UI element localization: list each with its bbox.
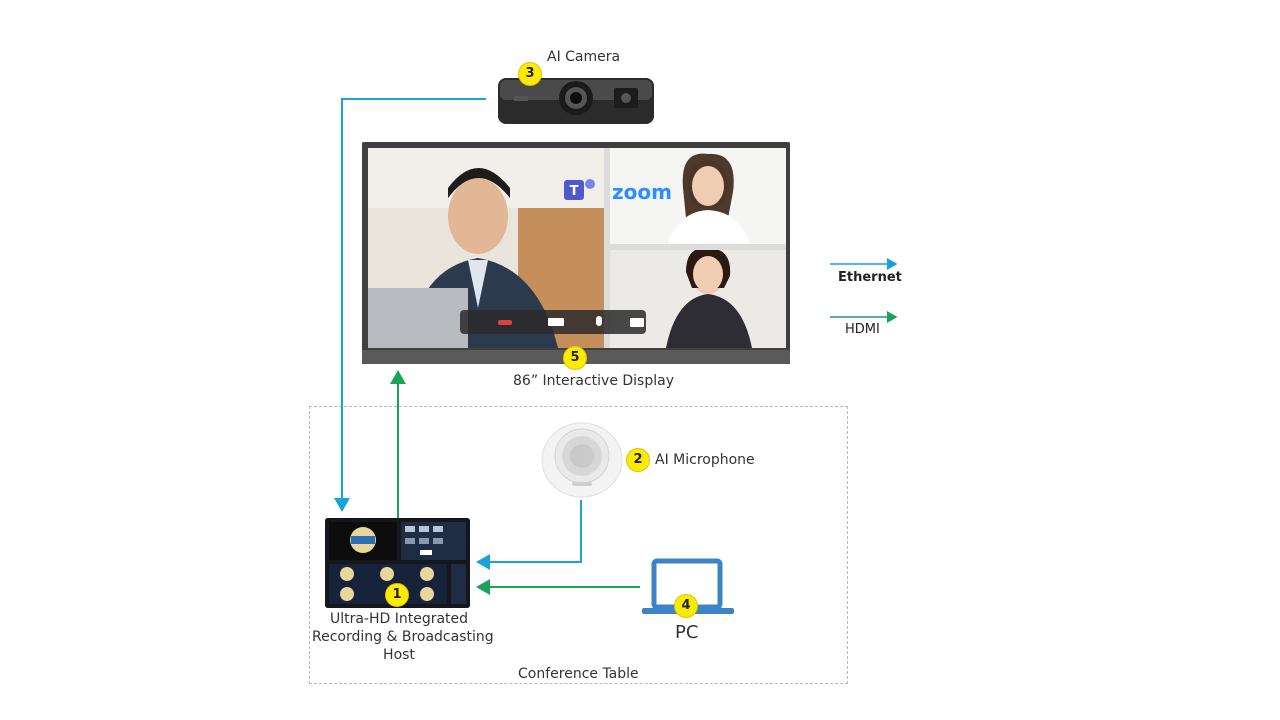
pc-badge: 4 (675, 595, 697, 617)
conference-table-area (309, 406, 848, 684)
microphone-badge: 2 (627, 449, 649, 471)
pc-label: PC (675, 622, 699, 643)
video-conference-screen: T (368, 148, 786, 348)
display-screen: T zoom (368, 148, 786, 348)
svg-text:T: T (570, 184, 579, 199)
host-label-line3: Host (383, 647, 415, 663)
host-badge: 1 (386, 584, 408, 606)
ai-camera-icon (498, 78, 654, 124)
host-label-line2: Recording & Broadcasting (312, 629, 494, 645)
ai-microphone-icon (541, 422, 623, 498)
legend-ethernet-label: Ethernet (838, 270, 902, 285)
host-label-line1: Ultra-HD Integrated (329, 611, 469, 627)
display-label: 86” Interactive Display (513, 373, 674, 389)
camera-label: AI Camera (547, 49, 621, 65)
microphone-label: AI Microphone (655, 452, 755, 468)
conference-table-label: Conference Table (518, 666, 639, 682)
mic-to-host-ethernet-line (476, 500, 582, 570)
display-badge: 5 (564, 347, 586, 369)
camera-to-host-ethernet-line (334, 98, 486, 512)
legend-hdmi-label: HDMI (845, 322, 880, 337)
zoom-logo: zoom (612, 180, 672, 204)
host-label: Ultra-HD Integrated Recording & Broadcas… (312, 610, 494, 664)
camera-badge: 3 (519, 63, 541, 85)
